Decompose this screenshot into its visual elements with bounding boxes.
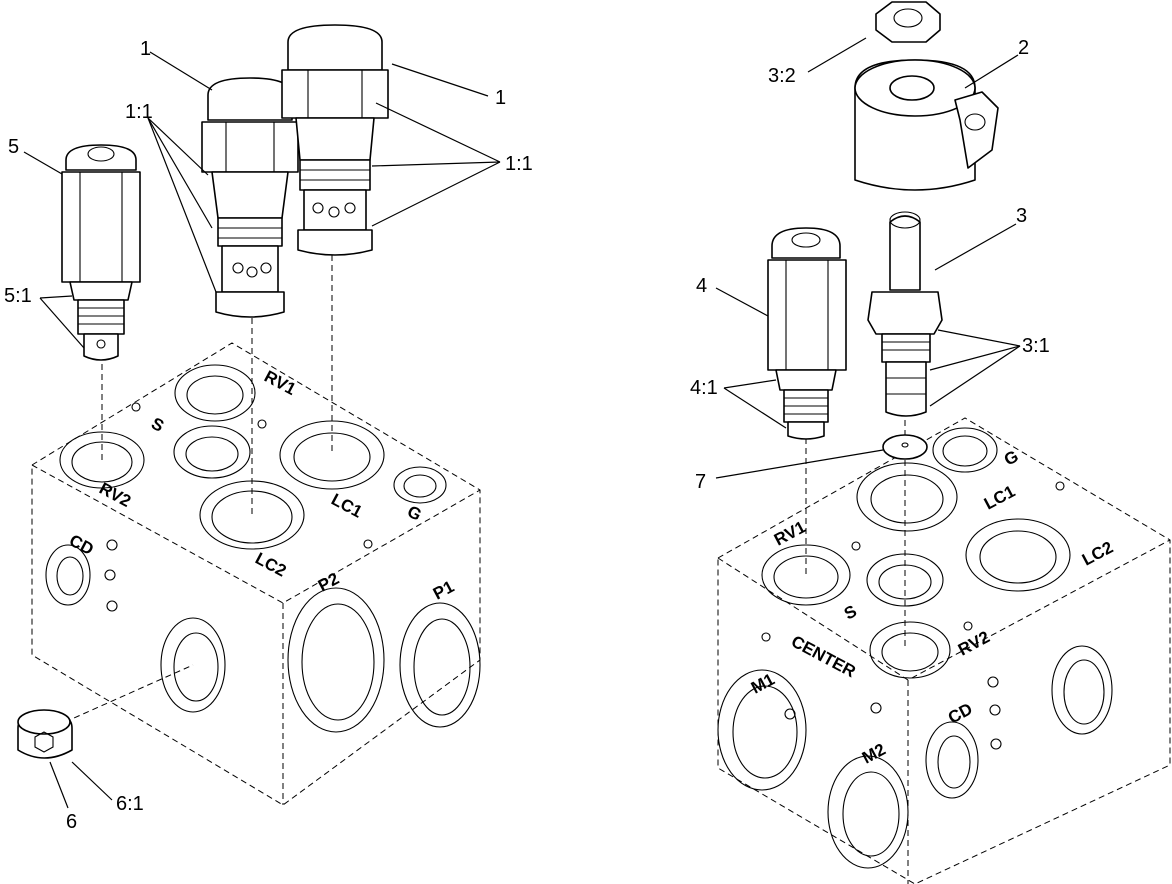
callout-5: 5 [8,136,19,158]
port-label-s: S [148,414,167,436]
port-label-lc1: LC1 [328,490,365,522]
solenoid-coil-2 [854,59,999,191]
callout-3: 3 [1016,205,1027,227]
callout-1-1b: 1:1 [505,153,533,175]
callout-2: 2 [1018,37,1029,59]
port-label-g: G [404,502,425,525]
port-label-center: CENTER [788,632,859,682]
left-manifold-block: RV1 S RV2 LC1 G LC2 CD P2 P1 [31,342,481,806]
callout-3-1: 3:1 [1022,335,1050,357]
port-label-m2: M2 [859,740,889,768]
port-label-rv2-right: RV2 [955,627,993,659]
callout-6: 6 [66,811,77,833]
port-label-m1: M1 [748,670,778,698]
callout-1b: 1 [495,87,506,109]
coil-nut-3-2 [875,1,941,43]
port-label-cd-right: CD [945,699,976,727]
port-label-g-right: G [1001,447,1022,470]
relief-cartridge-4 [767,227,847,440]
check-cartridge-1-rear [281,24,389,256]
callout-4: 4 [696,275,707,297]
callout-3-2: 3:2 [768,65,796,87]
right-centerlines [805,420,906,650]
port-label-lc2: LC2 [252,549,289,581]
callout-6-1: 6:1 [116,793,144,815]
callout-5-1: 5:1 [4,285,32,307]
right-leader-lines [715,37,1021,479]
callout-4-1: 4:1 [690,377,718,399]
check-cartridge-1-front [201,77,299,318]
right-manifold-block: G LC1 RV1 LC2 S RV2 CENTER CD M1 M2 [717,417,1171,884]
left-centerlines [64,255,333,723]
solenoid-valve-3 [867,211,943,417]
plug-6 [17,709,73,759]
callout-7: 7 [695,471,706,493]
port-label-lc1-right: LC1 [981,482,1018,514]
port-label-rv2: RV2 [96,479,134,511]
port-label-p2: P2 [315,569,342,596]
relief-cartridge-5 [61,144,141,361]
port-label-lc2-right: LC2 [1079,538,1116,570]
callout-1a: 1 [140,38,151,60]
port-label-s-right: S [841,601,860,623]
left-leader-lines [23,51,501,809]
port-label-rv1: RV1 [261,367,299,399]
port-label-p1: P1 [430,577,457,604]
callout-1-1a: 1:1 [125,101,153,123]
seal-washer-7 [882,434,928,460]
port-label-cd: CD [66,531,97,559]
